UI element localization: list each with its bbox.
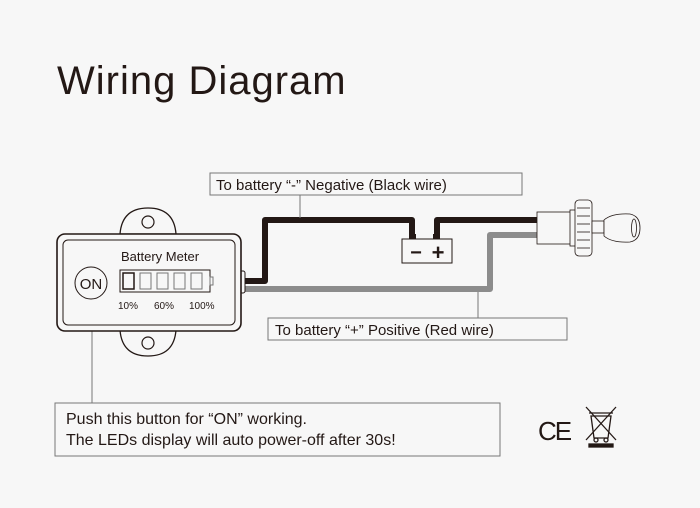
battery-icon: − + xyxy=(401,234,453,265)
mount-hole-icon xyxy=(141,336,155,350)
negative-label: To battery “-” Negative (Black wire) xyxy=(209,172,523,196)
red-wire xyxy=(243,232,538,292)
black-wire xyxy=(243,217,538,284)
key-switch-icon xyxy=(536,199,641,257)
led-bar xyxy=(119,269,214,293)
note-line-1: Push this button for “ON” working. xyxy=(66,411,307,428)
on-button-label: ON xyxy=(80,276,103,293)
weee-bin-icon xyxy=(585,406,617,448)
negative-label-text: To battery “-” Negative (Black wire) xyxy=(216,177,447,194)
mount-hole-icon xyxy=(141,215,155,229)
instruction-note: Push this button for “ON” working. The L… xyxy=(54,402,501,457)
positive-label: To battery “+” Positive (Red wire) xyxy=(267,317,568,341)
on-button[interactable]: ON xyxy=(74,266,108,300)
battery-plus: + xyxy=(432,240,445,265)
diagram-title: Wiring Diagram xyxy=(57,59,347,103)
battery-meter-device: Battery Meter ON 10% 60% 100% xyxy=(56,207,246,357)
battery-minus: − xyxy=(410,242,422,264)
positive-label-text: To battery “+” Positive (Red wire) xyxy=(275,322,494,339)
level-60: 60% xyxy=(154,301,174,312)
device-label: Battery Meter xyxy=(121,249,200,264)
level-10: 10% xyxy=(118,301,138,312)
ce-mark: CE xyxy=(538,416,572,446)
note-line-2: The LEDs display will auto power-off aft… xyxy=(66,432,396,449)
level-100: 100% xyxy=(189,301,215,312)
